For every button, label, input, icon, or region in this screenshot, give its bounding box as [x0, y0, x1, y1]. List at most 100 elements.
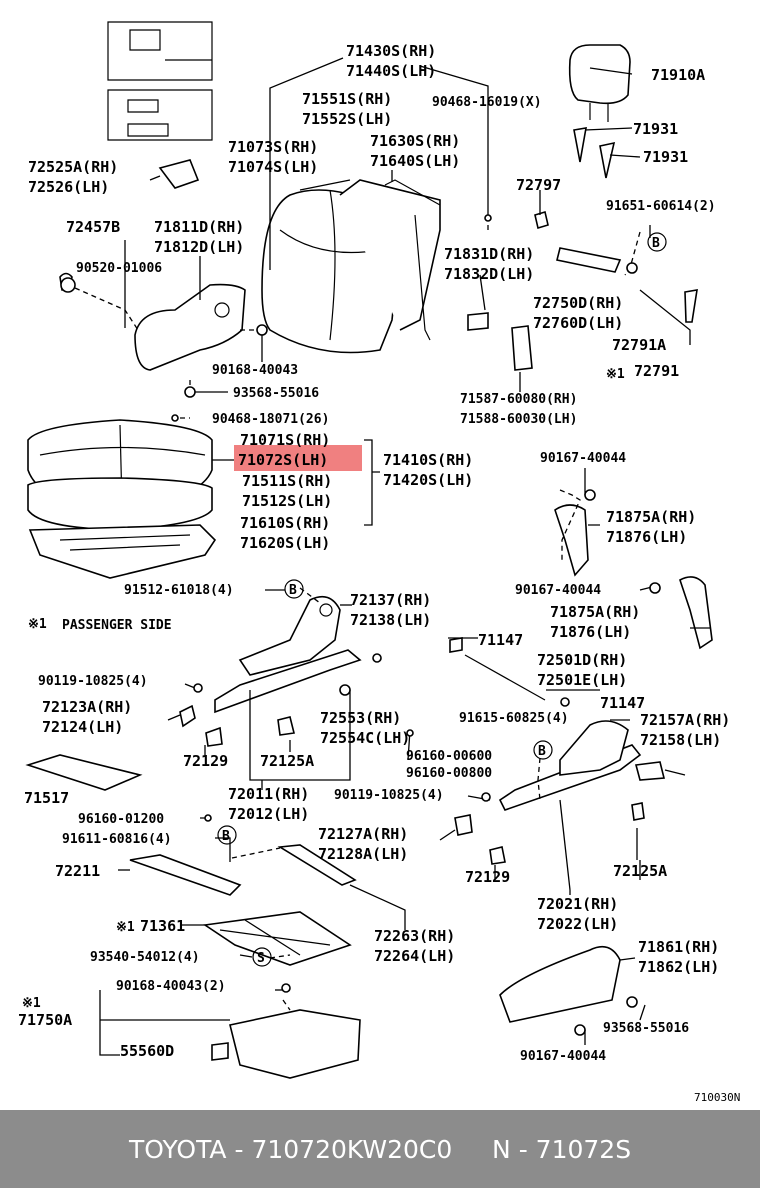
label-72211: 72211	[55, 862, 100, 880]
label-91512-61018: 91512-61018(4)	[124, 583, 234, 598]
label-71875a-b: 71875A(RH)	[550, 603, 640, 621]
label-71410s: 71410S(RH)	[383, 451, 473, 469]
label-72263: 72263(RH)	[374, 927, 455, 945]
label-93568-55016-a: 93568-55016	[233, 386, 319, 401]
label-71147-b: 71147	[600, 694, 645, 712]
label-72264: 72264(LH)	[374, 947, 455, 965]
label-71832d: 71832D(LH)	[444, 265, 534, 283]
label-71517: 71517	[24, 789, 69, 807]
label-90168-40043-b: 90168-40043(2)	[116, 979, 226, 994]
label-72554c: 72554C(LH)	[320, 729, 410, 747]
label-71812d: 71812D(LH)	[154, 238, 244, 256]
label-72124: 72124(LH)	[42, 718, 123, 736]
footer-brand: TOYOTA	[128, 1134, 227, 1164]
label-72125a-a: 72125A	[260, 752, 314, 770]
label-72012: 72012(LH)	[228, 805, 309, 823]
label-72553: 72553(RH)	[320, 709, 401, 727]
label-91651-60614: 91651-60614(2)	[606, 199, 716, 214]
leader-lines	[99, 57, 710, 1056]
label-72501d: 72501D(RH)	[537, 651, 627, 669]
label-72797: 72797	[516, 176, 561, 194]
drawing-number: 710030N	[694, 1091, 740, 1104]
label-91611-60816: 91611-60816(4)	[62, 832, 172, 847]
label-90119-10825-a: 90119-10825(4)	[38, 674, 148, 689]
label-90168-40043-a: 90168-40043	[212, 363, 298, 378]
note-mark-passenger: ※1	[28, 617, 47, 632]
label-91615-60825: 91615-60825(4)	[459, 711, 569, 726]
label-71074s: 71074S(LH)	[228, 158, 318, 176]
label-90167-40044-c: 90167-40044	[520, 1049, 606, 1064]
label-71440s: 71440S(LH)	[346, 62, 436, 80]
label-passenger-side: PASSENGER SIDE	[62, 618, 172, 633]
label-71630s: 71630S(RH)	[370, 132, 460, 150]
callout-b-1: B	[647, 232, 667, 252]
label-72011: 72011(RH)	[228, 785, 309, 803]
label-71750a: 71750A	[18, 1011, 72, 1029]
label-96160-00800: 96160-00800	[406, 766, 492, 781]
label-93568-55016-b: 93568-55016	[603, 1021, 689, 1036]
fasteners	[60, 214, 661, 1036]
note-mark-1: ※1	[606, 367, 625, 382]
seat-track	[179, 595, 666, 865]
label-71511s: 71511S(RH)	[242, 472, 332, 490]
label-72129-a: 72129	[183, 752, 228, 770]
label-72138: 72138(LH)	[350, 611, 431, 629]
label-71512s: 71512S(LH)	[242, 492, 332, 510]
label-72526: 72526(LH)	[28, 178, 109, 196]
label-72760d: 72760D(LH)	[533, 314, 623, 332]
note-mark-71361: ※1	[116, 920, 135, 935]
trim-parts	[25, 210, 713, 1079]
label-90468-18071: 90468-18071(26)	[212, 412, 329, 427]
label-71610s: 71610S(RH)	[240, 514, 330, 532]
label-55560d: 55560D	[120, 1042, 174, 1060]
label-96160-01200: 96160-01200	[78, 812, 164, 827]
footer-part-number: 710720KW20C0	[251, 1134, 453, 1164]
label-71876-a: 71876(LH)	[606, 528, 687, 546]
label-71831d: 71831D(RH)	[444, 245, 534, 263]
label-71588-60030: 71588-60030(LH)	[460, 412, 577, 427]
label-72457b: 72457B	[66, 218, 120, 236]
label-72750d: 72750D(RH)	[533, 294, 623, 312]
label-71552s: 71552S(LH)	[302, 110, 392, 128]
label-72137: 72137(RH)	[350, 591, 431, 609]
svg-text:B: B	[222, 829, 230, 844]
label-72128a: 72128A(LH)	[318, 845, 408, 863]
svg-text:S: S	[257, 951, 265, 966]
label-72127a: 72127A(RH)	[318, 825, 408, 843]
label-72157a: 72157A(RH)	[640, 711, 730, 729]
footer-separator: -	[226, 1134, 252, 1164]
seat-back	[261, 179, 441, 354]
footer-gap	[452, 1135, 492, 1164]
label-71862: 71862(LH)	[638, 958, 719, 976]
label-71420s: 71420S(LH)	[383, 471, 473, 489]
highlight-71072s	[234, 445, 362, 471]
label-72022: 72022(LH)	[537, 915, 618, 933]
callout-b-3: B	[533, 740, 553, 760]
label-90520-01006: 90520-01006	[76, 261, 162, 276]
label-72791: 72791	[634, 362, 679, 380]
label-71640s: 71640S(LH)	[370, 152, 460, 170]
label-71811d: 71811D(RH)	[154, 218, 244, 236]
label-72791a: 72791A	[612, 336, 666, 354]
label-72501e: 72501E(LH)	[537, 671, 627, 689]
svg-text:B: B	[538, 744, 546, 759]
label-71551s: 71551S(RH)	[302, 90, 392, 108]
callout-s: S	[252, 947, 272, 967]
footer-code: N - 71072S	[492, 1134, 632, 1164]
svg-text:B: B	[289, 583, 297, 598]
label-71931-b: 71931	[643, 148, 688, 166]
label-71875a-a: 71875A(RH)	[606, 508, 696, 526]
label-71620s: 71620S(LH)	[240, 534, 330, 552]
label-90167-40044-a: 90167-40044	[540, 451, 626, 466]
label-71861: 71861(RH)	[638, 938, 719, 956]
label-72123a: 72123A(RH)	[42, 698, 132, 716]
label-71876-b: 71876(LH)	[550, 623, 631, 641]
part-labels: 71430S(RH) 71440S(LH) 71910A 71551S(RH) …	[18, 42, 740, 1104]
label-71147-a: 71147	[478, 631, 523, 649]
label-71587-60080: 71587-60080(RH)	[460, 392, 577, 407]
seat-cushion	[27, 419, 217, 579]
label-96160-00600: 96160-00600	[406, 749, 492, 764]
callout-b-4: B	[217, 825, 237, 845]
note-mark-71750: ※1	[22, 996, 41, 1011]
label-90119-10825-b: 90119-10825(4)	[334, 788, 444, 803]
